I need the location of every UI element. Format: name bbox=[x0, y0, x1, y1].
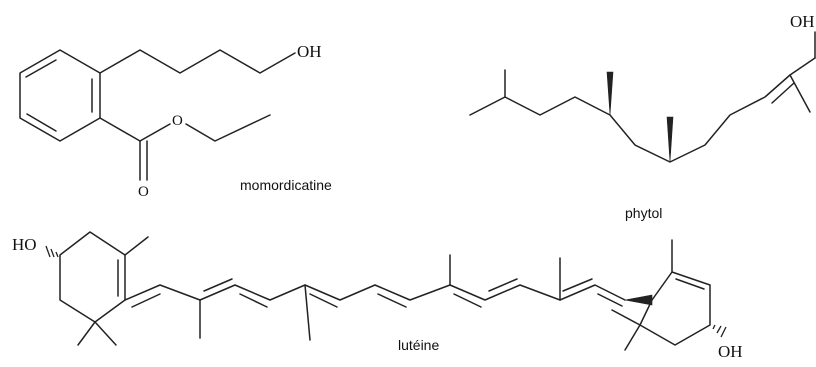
chain-methyl bbox=[304, 284, 311, 341]
right-ring bbox=[639, 271, 711, 346]
chain-double-bond bbox=[453, 293, 482, 308]
atom-label-ester-o: O bbox=[172, 113, 183, 129]
wedge-methyl-1 bbox=[606, 71, 614, 116]
polyene-chain bbox=[124, 284, 626, 301]
caption-momordicatine: momordicatine bbox=[240, 177, 332, 193]
caption-luteine: lutéine bbox=[398, 337, 439, 353]
momordicatine-structure: OH O O momordicatine bbox=[19, 42, 332, 200]
benzene-ring bbox=[19, 49, 101, 142]
chain-double-bond bbox=[203, 278, 233, 292]
phytol-chain bbox=[469, 57, 816, 163]
hashed-bond-left bbox=[45, 245, 59, 258]
alkene-double-bond bbox=[771, 82, 795, 104]
chain-double-bond bbox=[309, 293, 338, 308]
gem-dimethyl-1 bbox=[77, 321, 96, 346]
ethyl-group bbox=[185, 114, 271, 142]
gem-dimethyl-2 bbox=[94, 321, 117, 346]
chain-double-bond bbox=[239, 293, 268, 308]
luteine-structure: HO OH lutéine bbox=[12, 231, 743, 361]
wedge-right-ring bbox=[624, 294, 653, 306]
chain-double-bond bbox=[131, 293, 161, 308]
chain-double-bond bbox=[488, 278, 518, 292]
right-gem-dimethyl-1 bbox=[611, 309, 641, 326]
hashed-bond-right bbox=[712, 324, 727, 338]
left-ring bbox=[59, 231, 126, 323]
right-gem-dimethyl-2 bbox=[624, 324, 641, 351]
ester-bond bbox=[99, 117, 141, 142]
right-ring-double-bond bbox=[675, 278, 705, 290]
wedge-methyl-2 bbox=[666, 116, 674, 163]
ring-double-bond bbox=[25, 59, 57, 78]
ester-o-bond bbox=[139, 123, 171, 142]
vinyl-methyl bbox=[789, 74, 811, 113]
atom-label-oh: OH bbox=[297, 42, 322, 61]
chain-double-bond bbox=[597, 293, 623, 307]
atom-label-phytol-oh: OH bbox=[790, 12, 815, 31]
left-ring-methyl bbox=[124, 236, 149, 256]
ring-double-bond bbox=[26, 113, 57, 132]
chain-double-bond bbox=[377, 293, 407, 308]
atom-label-carbonyl-o: O bbox=[138, 184, 149, 200]
caption-phytol: phytol bbox=[625, 205, 662, 221]
atom-label-luteine-oh: OH bbox=[718, 342, 743, 361]
atom-label-ho: HO bbox=[12, 235, 37, 254]
phytol-structure: OH phytol bbox=[469, 12, 816, 221]
butyl-chain bbox=[99, 49, 296, 74]
chain-double-bond bbox=[562, 278, 593, 292]
